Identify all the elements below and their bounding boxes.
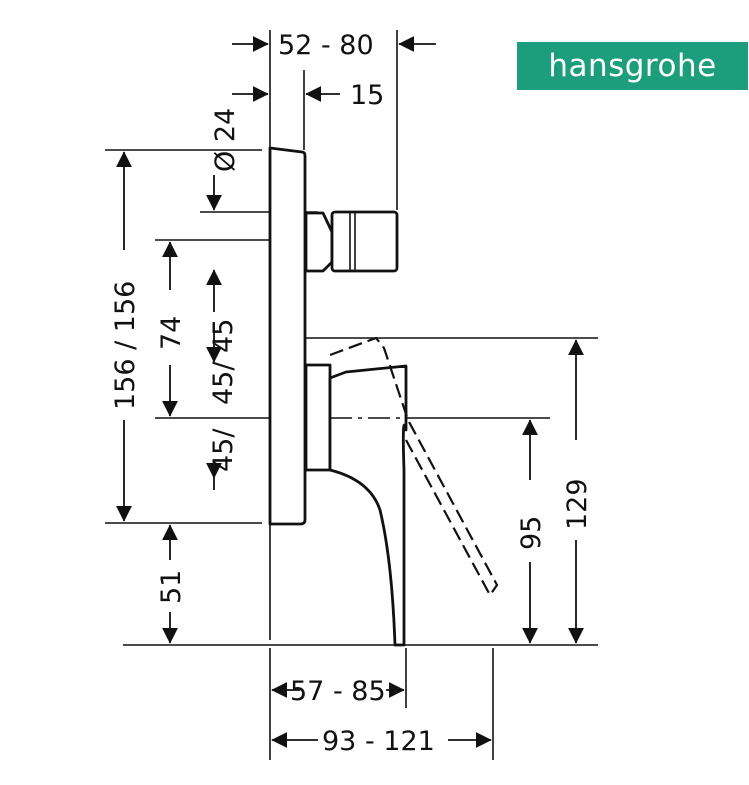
dim-top-width: 52 - 80 <box>278 30 374 61</box>
dim-upper-half: 45/ 45 <box>208 319 239 405</box>
diverter-cap <box>330 210 399 273</box>
dim-handle-height: 129 <box>562 478 593 530</box>
dim-handle-projection: 57 - 85 <box>290 676 386 707</box>
wall-plate <box>268 146 307 526</box>
dim-total-projection: 93 - 121 <box>322 726 435 757</box>
cartridge-body <box>304 363 332 472</box>
lever-open-position <box>329 336 499 598</box>
dimension-arrows <box>116 36 584 748</box>
dim-mid-height: 74 <box>156 316 187 350</box>
mixer-outline <box>268 146 408 647</box>
dim-axis-height: 95 <box>516 516 547 550</box>
dim-total-height: 156 / 156 <box>110 281 141 410</box>
dim-diameter: Ø 24 <box>210 108 241 172</box>
dim-below-plate: 51 <box>156 570 187 604</box>
hansgrohe-logo: hansgrohe <box>517 42 748 90</box>
lever-handle <box>328 364 408 647</box>
logo-text: hansgrohe <box>548 48 717 84</box>
diverter-knob <box>304 211 334 273</box>
dim-top-offset: 15 <box>350 80 384 111</box>
dim-lower-half: 45/ <box>208 428 239 472</box>
